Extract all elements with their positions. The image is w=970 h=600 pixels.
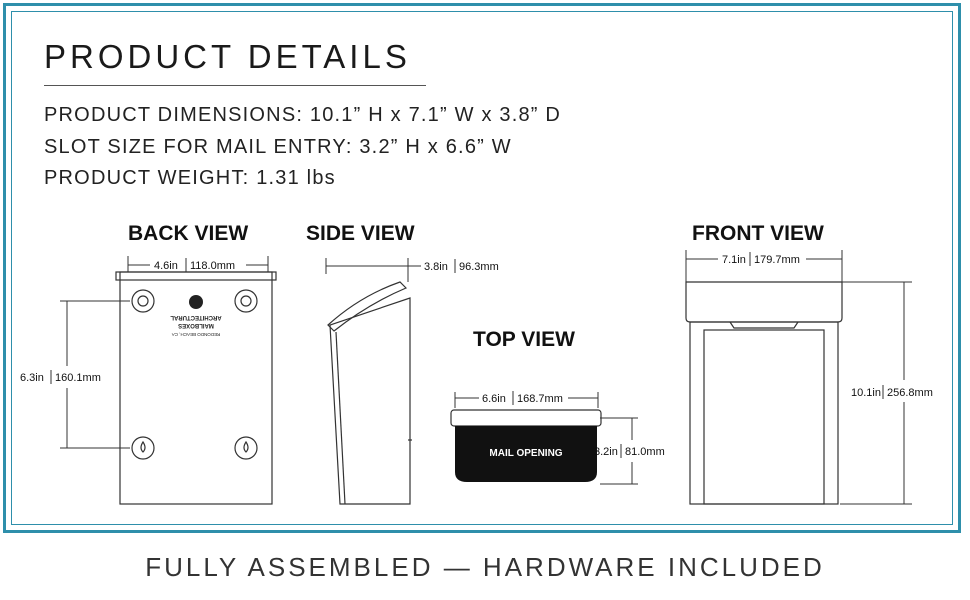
front-body [689, 321, 839, 505]
back-view-title: BACK VIEW [128, 222, 248, 245]
back-logo-line-3: REDONDO BEACH, CA [172, 332, 221, 337]
back-mount-hole-bottom-right [234, 436, 258, 460]
footer-note: FULLY ASSEMBLED — HARDWARE INCLUDED [145, 552, 825, 582]
front-view: FRONT VIEW 7.1in 179.7mm 10.1in 256.8mm [685, 222, 933, 505]
spec-dimensions-label: PRODUCT DIMENSIONS: [44, 104, 304, 126]
front-width-in: 7.1in [722, 254, 746, 266]
top-mail-opening-label: MAIL OPENING [489, 448, 562, 459]
page-title: PRODUCT DETAILS [44, 38, 411, 75]
top-view-title: TOP VIEW [473, 328, 575, 351]
top-view: TOP VIEW 6.6in 168.7mm MAIL OPENING 3.2i… [450, 328, 665, 485]
back-logo-line-2: MAILBOXES [178, 322, 214, 328]
top-width-in: 6.6in [482, 393, 506, 405]
top-mail-opening [455, 426, 597, 482]
front-door-panel [703, 329, 825, 505]
back-mount-hole-top-right [234, 289, 258, 313]
front-width-mm: 179.7mm [754, 254, 800, 266]
front-lid-lip [729, 321, 799, 329]
spec-dimensions: PRODUCT DIMENSIONS: 10.1” H x 7.1” W x 3… [44, 104, 561, 127]
back-width-in: 4.6in [154, 260, 178, 272]
back-lid [115, 271, 277, 281]
back-height-in: 6.3in [20, 372, 44, 384]
back-brand-logo: ARCHITECTURAL MAILBOXES REDONDO BEACH, C… [170, 295, 222, 337]
spec-slot-size-label: SLOT SIZE FOR MAIL ENTRY: [44, 136, 353, 158]
back-logo-emblem [189, 295, 203, 309]
back-logo-line-1: ARCHITECTURAL [170, 314, 222, 320]
back-keyhole-left [140, 440, 146, 453]
side-view: SIDE VIEW 3.8in 96.3mm [306, 222, 499, 505]
back-mount-hole-top-left-inner [137, 295, 149, 307]
side-inner-edge [335, 331, 346, 505]
front-view-title: FRONT VIEW [692, 222, 824, 245]
back-keyhole-right [243, 440, 249, 453]
back-mount-hole-top-left [131, 289, 155, 313]
top-lid [450, 409, 602, 427]
front-lid [685, 281, 843, 323]
spec-dimensions-value: 10.1” H x 7.1” W x 3.8” D [309, 104, 562, 126]
top-height-mm: 81.0mm [625, 446, 665, 458]
spec-weight: PRODUCT WEIGHT: 1.31 lbs [44, 167, 336, 190]
spec-weight-label: PRODUCT WEIGHT: [44, 167, 250, 189]
front-height-mm: 256.8mm [887, 387, 933, 399]
side-depth-in: 3.8in [424, 261, 448, 273]
details-frame [3, 3, 961, 533]
spec-weight-value: 1.31 lbs [256, 167, 336, 189]
side-lid-profile [327, 281, 408, 332]
side-body-profile [329, 297, 411, 505]
details-frame-inner [11, 11, 953, 525]
side-view-title: SIDE VIEW [306, 222, 415, 245]
top-height-in: 3.2in [594, 446, 618, 458]
spec-slot-size: SLOT SIZE FOR MAIL ENTRY: 3.2” H x 6.6” … [44, 136, 512, 159]
back-view: BACK VIEW 4.6in 118.0mm ARCHITECTURAL MA… [20, 222, 277, 505]
front-height-in: 10.1in [851, 387, 881, 399]
top-width-mm: 168.7mm [517, 393, 563, 405]
back-width-mm: 118.0mm [190, 260, 235, 272]
title-underline [44, 85, 426, 86]
back-mount-hole-bottom-left [131, 436, 155, 460]
back-height-mm: 160.1mm [55, 372, 101, 384]
back-mount-hole-top-right-inner [240, 295, 252, 307]
spec-slot-size-value: 3.2” H x 6.6” W [359, 136, 512, 158]
side-depth-mm: 96.3mm [459, 261, 499, 273]
